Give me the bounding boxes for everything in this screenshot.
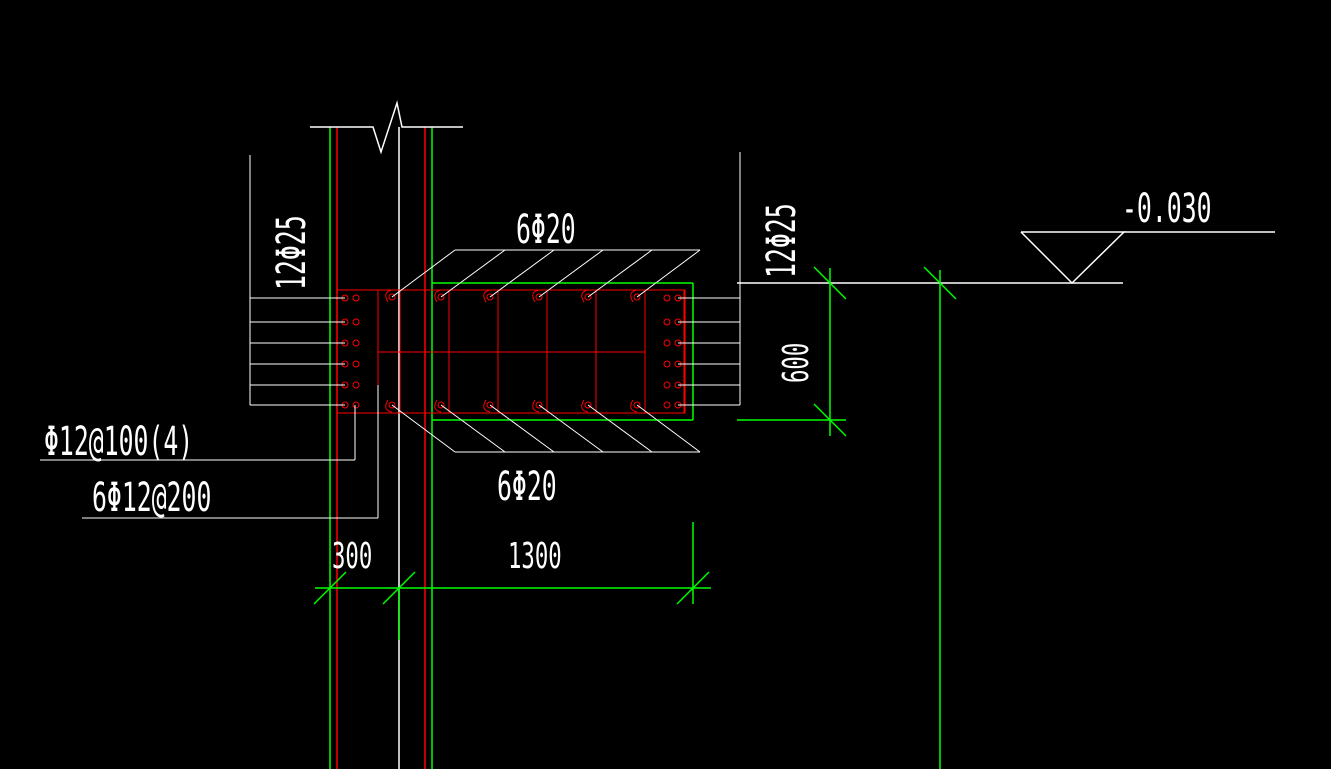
- bottom-rebar-label: 6Φ20: [497, 463, 557, 510]
- level-label: -0.030: [1122, 185, 1212, 232]
- break-line: [310, 100, 463, 155]
- dimension-1300-label: 1300: [508, 536, 562, 578]
- dimension-ticks: [313, 266, 957, 605]
- top-rebar-label: 6Φ20: [516, 206, 576, 253]
- section-outline: [432, 282, 694, 421]
- top-rebar-leaders: [391, 249, 701, 298]
- bottom-rebar-leaders: [391, 404, 701, 453]
- side-rebar-leaders: [249, 152, 741, 406]
- dimension-600-label: 600: [776, 343, 818, 383]
- dimension-300-label: 300: [332, 536, 372, 578]
- rebar-hooks: [385, 289, 638, 413]
- rebar-cage: [336, 289, 686, 414]
- column-lines: [329, 127, 941, 769]
- right-side-rebar-label: 12Φ25: [758, 203, 805, 278]
- stirrup-leaders: [40, 385, 379, 519]
- left-side-rebar-label: 12Φ25: [268, 215, 315, 290]
- level-symbol: [1020, 231, 1275, 285]
- dimension-lines: [315, 268, 846, 640]
- tie-label: 6Φ12@200: [92, 474, 211, 521]
- stirrup-label: Φ12@100(4): [44, 418, 193, 465]
- rebar-dots: [341, 293, 682, 409]
